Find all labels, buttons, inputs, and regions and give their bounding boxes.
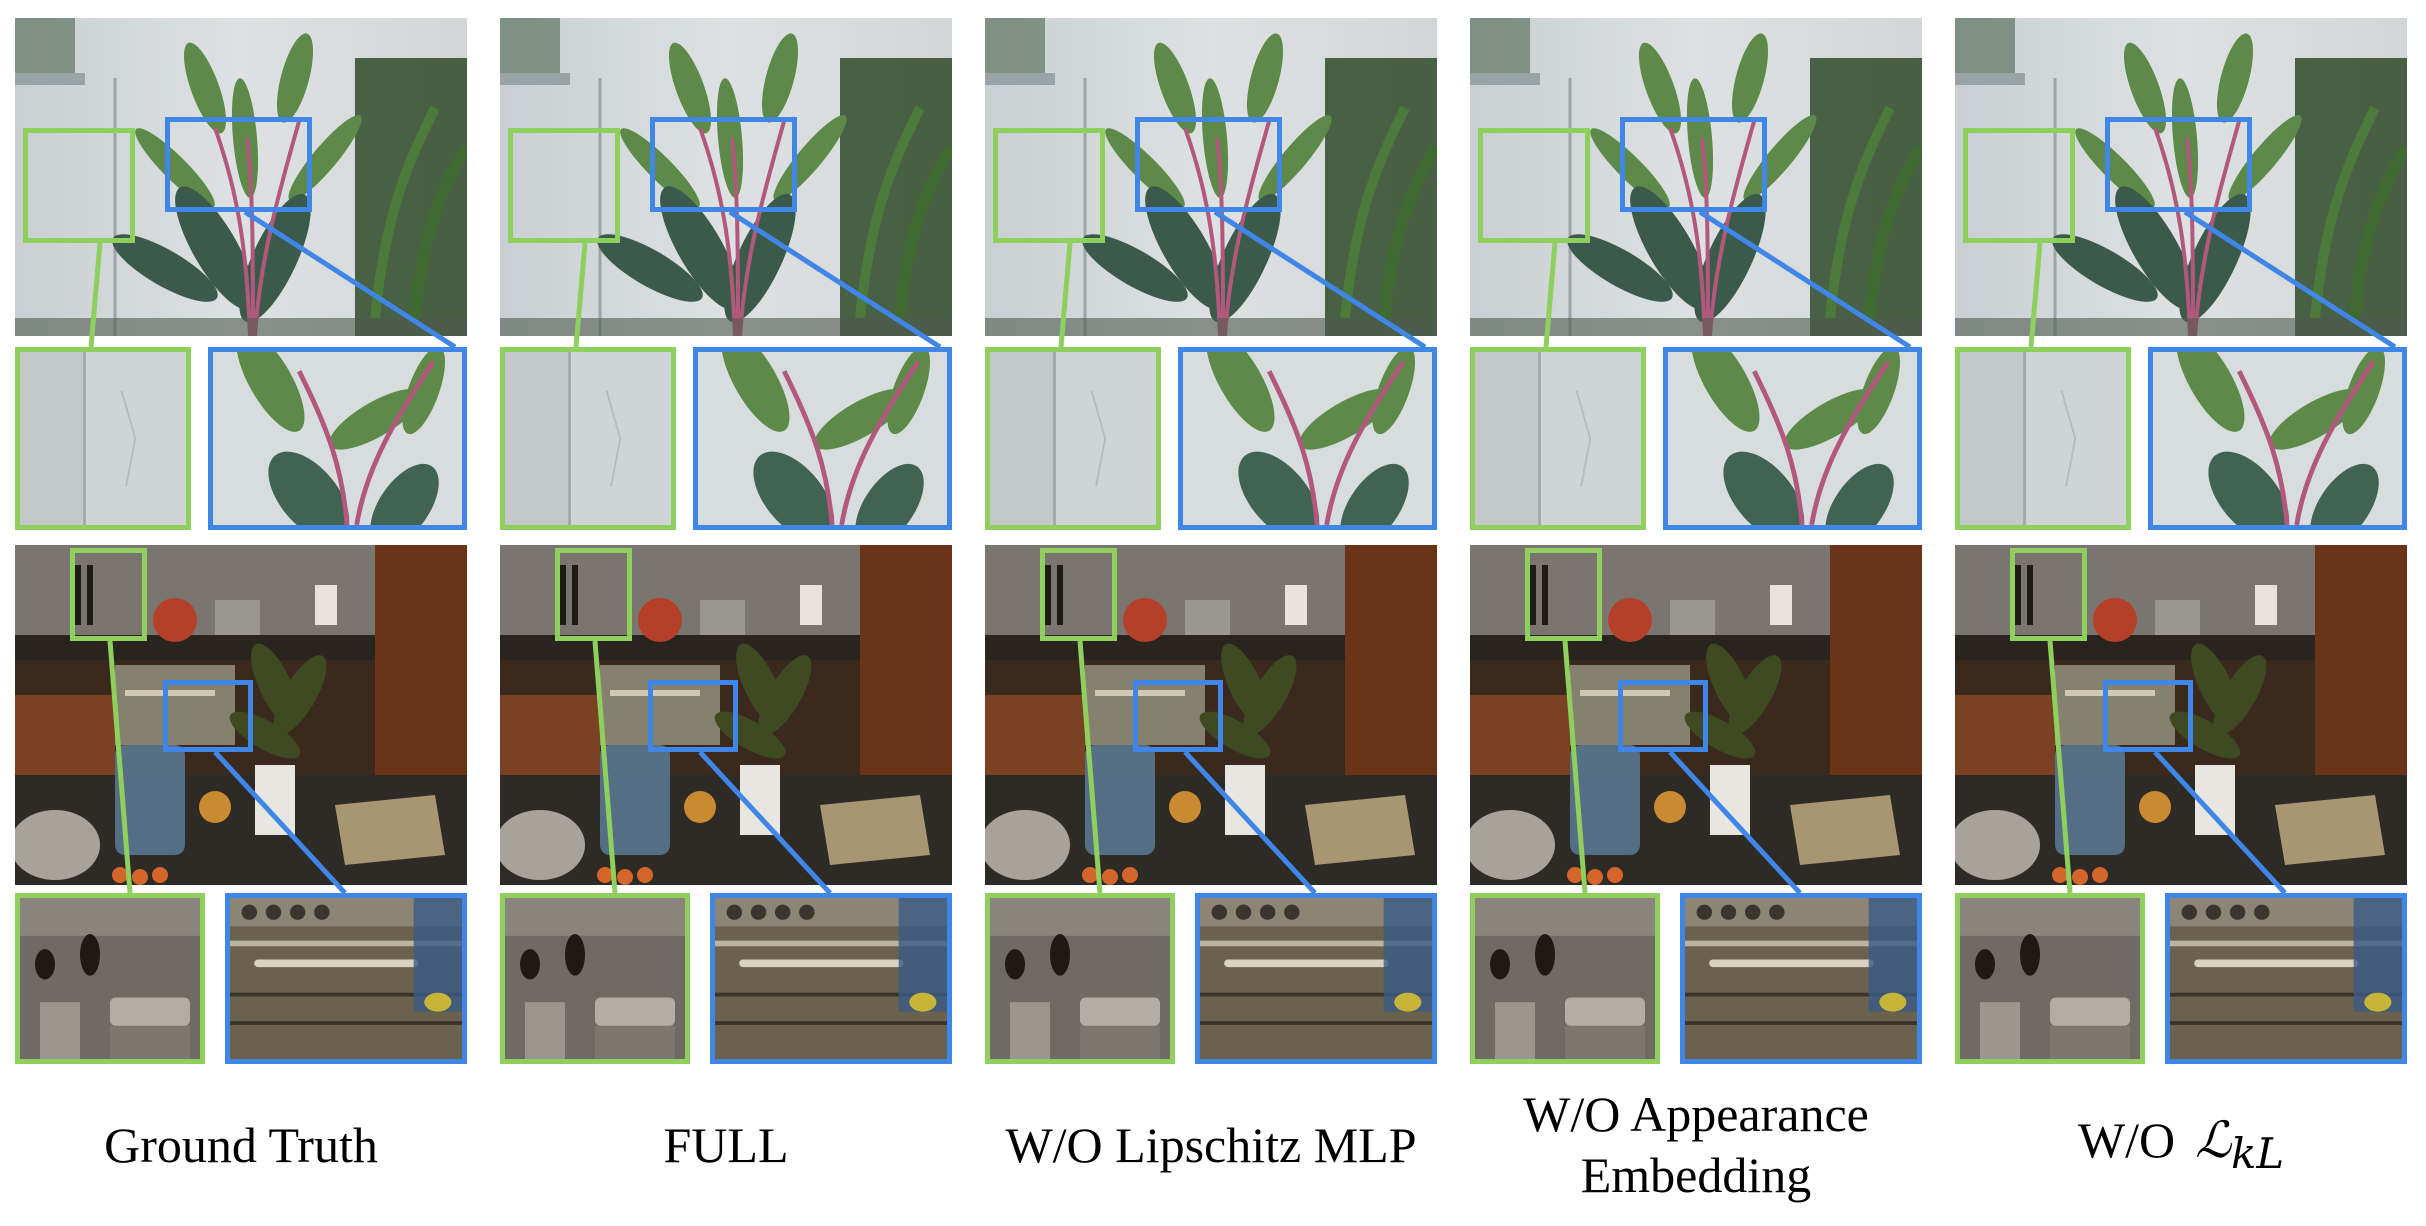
blue-zoom-region-box	[650, 117, 797, 212]
blue-zoom-region-box	[648, 680, 738, 752]
blue-zoom-region-box	[2103, 680, 2193, 752]
utensil-closeup-crop	[1955, 893, 2145, 1064]
utensil-closeup-crop	[985, 893, 1175, 1064]
loss-symbol: ℒ	[2195, 1111, 2232, 1170]
caption-line: W/O Appearance	[1523, 1086, 1869, 1142]
green-zoom-region-box	[1525, 548, 1602, 641]
wall-closeup-crop	[15, 347, 191, 530]
caption-line: Embedding	[1580, 1147, 1812, 1203]
column-caption: FULL	[500, 1085, 952, 1205]
blue-zoom-region-box	[163, 680, 253, 752]
caption-line: W/O ℒkL	[2078, 1110, 2284, 1180]
wall-closeup-crop	[985, 347, 1161, 530]
green-zoom-region-box	[2010, 548, 2087, 641]
wall-closeup-crop	[1955, 347, 2131, 530]
column-caption: W/O ℒkL	[1955, 1085, 2407, 1205]
blue-zoom-region-box	[1618, 680, 1708, 752]
column-caption: Ground Truth	[15, 1085, 467, 1205]
plant-scene-image	[1955, 18, 2407, 336]
utensil-closeup-crop	[1470, 893, 1660, 1064]
blue-zoom-region-box	[2105, 117, 2252, 212]
oven-closeup-crop	[1680, 893, 1922, 1064]
blue-zoom-region-box	[1133, 680, 1223, 752]
leaf-closeup-crop	[1178, 347, 1437, 530]
result-column-2: FULL	[500, 0, 952, 1226]
utensil-closeup-crop	[500, 893, 690, 1064]
green-zoom-region-box	[23, 128, 135, 243]
kitchen-scene-image	[1470, 545, 1922, 885]
wall-closeup-crop	[500, 347, 676, 530]
leaf-closeup-crop	[1663, 347, 1922, 530]
oven-closeup-crop	[1195, 893, 1437, 1064]
column-caption: W/O Lipschitz MLP	[985, 1085, 1437, 1205]
blue-zoom-region-box	[1135, 117, 1282, 212]
green-zoom-region-box	[508, 128, 620, 243]
leaf-closeup-crop	[2148, 347, 2407, 530]
result-column-3: W/O Lipschitz MLP	[985, 0, 1437, 1226]
loss-subscript: kL	[2231, 1129, 2285, 1179]
wall-closeup-crop	[1470, 347, 1646, 530]
blue-zoom-region-box	[165, 117, 312, 212]
result-column-5: W/O ℒkL	[1955, 0, 2407, 1226]
caption-line: W/O Lipschitz MLP	[1005, 1116, 1417, 1173]
oven-closeup-crop	[2165, 893, 2407, 1064]
green-zoom-region-box	[555, 548, 632, 641]
caption-line: FULL	[663, 1116, 789, 1173]
green-zoom-region-box	[1478, 128, 1590, 243]
blue-zoom-region-box	[1620, 117, 1767, 212]
leaf-closeup-crop	[208, 347, 467, 530]
green-zoom-region-box	[1963, 128, 2075, 243]
caption-prefix: W/O	[2077, 1112, 2176, 1169]
kitchen-scene-image	[1955, 545, 2407, 885]
green-zoom-region-box	[70, 548, 147, 641]
result-column-1: Ground Truth	[15, 0, 467, 1226]
oven-closeup-crop	[710, 893, 952, 1064]
utensil-closeup-crop	[15, 893, 205, 1064]
caption-line: Ground Truth	[104, 1116, 378, 1173]
green-zoom-region-box	[1040, 548, 1117, 641]
plant-scene-image	[15, 18, 467, 336]
green-zoom-region-box	[993, 128, 1105, 243]
leaf-closeup-crop	[693, 347, 952, 530]
oven-closeup-crop	[225, 893, 467, 1064]
